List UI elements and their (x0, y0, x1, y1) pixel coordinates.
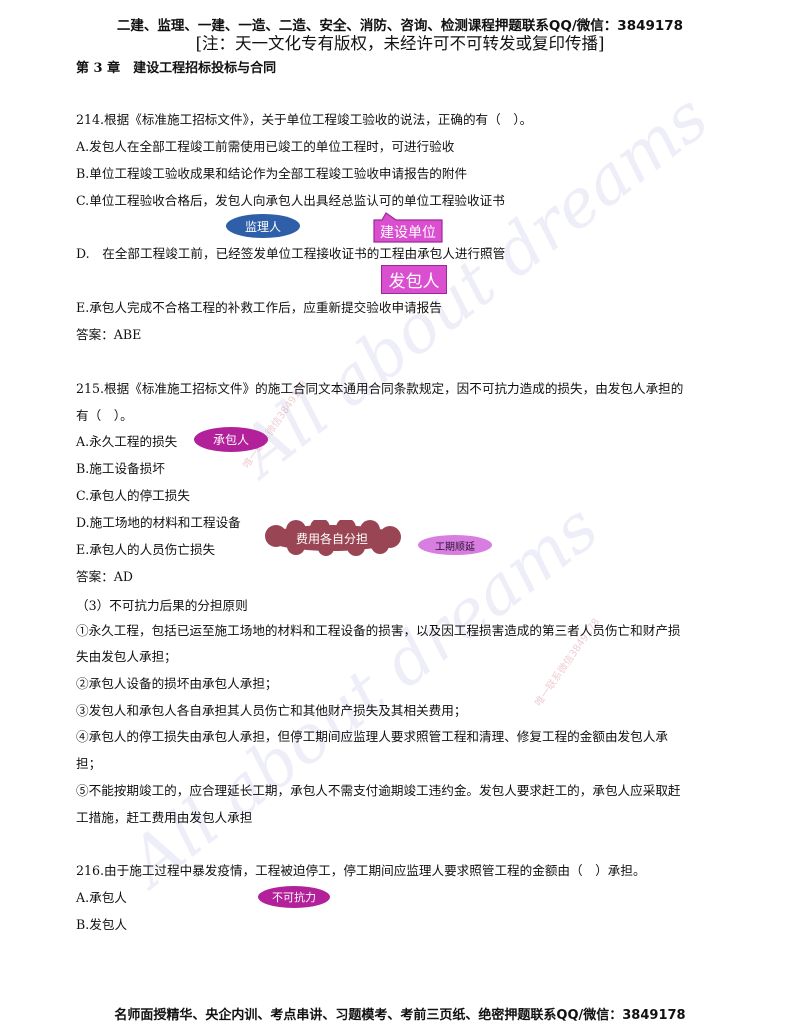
principle-1-line2: 失由发包人承担； (76, 649, 177, 664)
q215-option-a: A.永久工程的损失 (76, 434, 178, 449)
q214-stem: 214.根据《标准施工招标文件》，关于单位工程竣工验收的说法，正确的有（ ）。 (76, 112, 533, 127)
q216-stem: 216.由于施工过程中暴发疫情，工程被迫停工，停工期间应监理人要求照管工程的金额… (76, 863, 646, 878)
note-builder: 建设单位 (380, 224, 436, 241)
principles-title: （3）不可抗力后果的分担原则 (76, 598, 248, 613)
q215-answer: 答案：AD (76, 569, 133, 584)
principle-4-line2: 担； (76, 756, 102, 771)
header-copyright: [注：天一文化专有版权，未经许可不可转发或复印传播] (195, 34, 605, 53)
q215-option-b: B.施工设备损坏 (76, 461, 165, 476)
q215-option-c: C.承包人的停工损失 (76, 488, 190, 503)
q214-option-a: A.发包人在全部工程竣工前需使用已竣工的单位工程时，可进行验收 (76, 139, 455, 154)
header-contact: 二建、监理、一建、一造、二造、安全、消防、咨询、检测课程押题联系QQ/微信：38… (116, 18, 684, 34)
q215-stem-line1: 215.根据《标准施工招标文件》的施工合同文本通用合同条款规定，因不可抗力造成的… (76, 381, 684, 396)
principle-5-line2: 工措施，赶工费用由发包人承担 (76, 810, 253, 825)
principle-2: ②承包人设备的损坏由承包人承担； (76, 676, 278, 691)
q216-option-a: A.承包人 (76, 890, 127, 905)
q214-option-d: D. 在全部工程竣工前，已经签发单位工程接收证书的工程由承包人进行照管 (76, 246, 506, 261)
principle-1-line1: ①永久工程，包括已运至施工场地的材料和工程设备的损害，以及因工程损害造成的第三者… (76, 623, 681, 638)
note-employer: 发包人 (381, 265, 447, 294)
q214-option-e: E.承包人完成不合格工程的补救工作后，应重新提交验收申请报告 (76, 300, 442, 315)
q214-option-b: B.单位工程竣工验收成果和结论作为全部工程竣工验收申请报告的附件 (76, 166, 468, 181)
note-cost-cloud-shape (265, 520, 401, 556)
note-contractor: 承包人 (194, 427, 268, 452)
q214-option-c: C.单位工程验收合格后，发包人向承包人出具经总监认可的单位工程验收证书 (76, 193, 505, 208)
q214-answer: 答案：ABE (76, 327, 142, 342)
note-force-majeure: 不可抗力 (258, 886, 330, 908)
q215-option-e: E.承包人的人员伤亡损失 (76, 542, 216, 557)
chapter-title: 第 3 章 建设工程招标投标与合同 (76, 61, 277, 76)
q215-option-d: D.施工场地的材料和工程设备 (76, 515, 241, 530)
principle-4-line1: ④承包人的停工损失由承包人承担，但停工期间应监理人要求照管工程和清理、修复工程的… (76, 729, 668, 744)
note-builder-callout (373, 212, 443, 243)
note-delay: 工期顺延 (418, 535, 492, 555)
principle-3: ③发包人和承包人各自承担其人员伤亡和其他财产损失及其相关费用； (76, 703, 467, 718)
note-supervisor: 监理人 (226, 214, 300, 238)
q215-stem-line2: 有（ ）。 (76, 408, 133, 423)
footer-contact: 名师面授精华、央企内训、考点串讲、习题模考、考前三页纸、绝密押题联系QQ/微信：… (114, 1008, 686, 1023)
q216-option-b: B.发包人 (76, 917, 128, 932)
note-cost: 费用各自分担 (295, 531, 368, 546)
principle-5-line1: ⑤不能按期竣工的，应合理延长工期，承包人不需支付逾期竣工违约金。发包人要求赶工的… (76, 783, 681, 798)
